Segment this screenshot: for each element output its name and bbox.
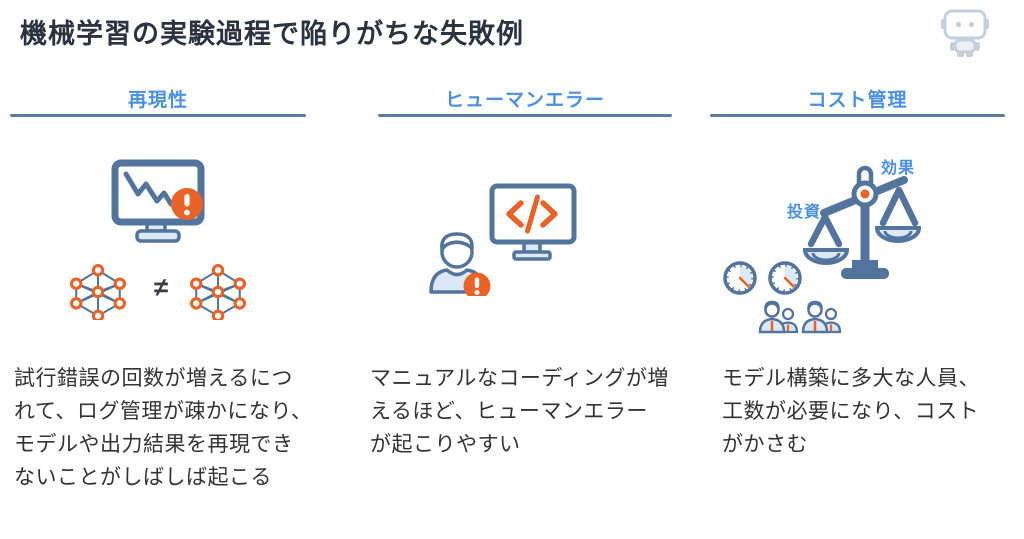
neural-network-icon: [70, 264, 126, 320]
column-header-cost-management: コスト管理: [807, 90, 908, 111]
header-underline: [10, 114, 306, 117]
body-text-human-error: マニュアルなコーディングが増 えるほど、ヒューマンエラー が起こりやすい: [370, 367, 669, 456]
scale-label-investment: 投資: [787, 204, 822, 221]
person-warning-icon: [429, 232, 491, 296]
not-equal-symbol: ≠: [153, 272, 169, 302]
scale-label-effect: 効果: [881, 160, 916, 177]
body-text-cost: モデル構築に多大な人員、 工数が必要になり、コスト がかさむ: [722, 367, 980, 456]
monitor-code-icon: [489, 183, 577, 261]
column-header-human-error: ヒューマンエラー: [444, 90, 605, 111]
page-title: 機械学習の実験過程で陥りがちな失敗例: [20, 19, 524, 49]
clock-icon: [768, 261, 802, 295]
header-underline: [378, 114, 672, 117]
people-group-icon: [758, 300, 842, 334]
column-header-reproducibility: 再現性: [127, 90, 188, 111]
robot-mascot-icon: [941, 9, 989, 57]
neural-network-icon: [190, 264, 246, 320]
body-text-reproducibility: 試行錯誤の回数が増えるにつ れて、ログ管理が疎かになり、 モデルや出力結果を再現…: [14, 367, 313, 489]
clock-icon: [723, 261, 757, 295]
monitor-declining-chart-warning-icon: [111, 159, 205, 243]
header-underline: [710, 114, 1005, 117]
balance-scale-icon: [723, 165, 922, 334]
